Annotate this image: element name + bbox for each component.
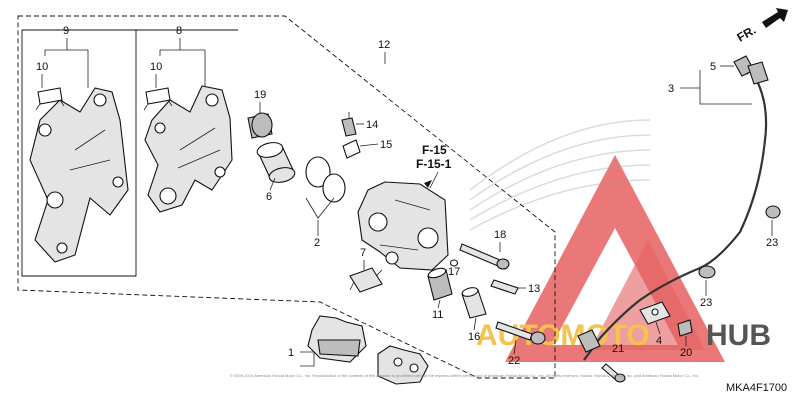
o-ring-17 bbox=[449, 259, 459, 267]
caliper-body bbox=[357, 181, 449, 271]
hose-stay-4 bbox=[639, 301, 671, 325]
front-arrow-icon bbox=[762, 8, 788, 28]
callout-17: 17 bbox=[448, 266, 460, 278]
pin-bolt-18 bbox=[459, 243, 510, 270]
bolt-20 bbox=[677, 319, 693, 337]
callout-9: 9 bbox=[63, 25, 69, 37]
ref-page-label-1: F-15 bbox=[422, 143, 447, 157]
piston-6 bbox=[256, 142, 296, 183]
callouts: 9 10 8 10 19 6 2 12 14 15 7 17 18 bbox=[36, 25, 778, 367]
callout-11: 11 bbox=[432, 309, 443, 321]
callout-20: 20 bbox=[680, 347, 692, 359]
caliper-pin-13 bbox=[490, 279, 519, 295]
bracket-9-box bbox=[21, 29, 137, 277]
bolt-21 bbox=[601, 363, 626, 383]
pad-spring-clip-10b bbox=[143, 87, 173, 111]
callout-14: 14 bbox=[366, 119, 378, 131]
pad-spring-clip-10a bbox=[35, 87, 65, 111]
callout-18: 18 bbox=[494, 229, 506, 241]
hose-clamp-23a bbox=[765, 205, 781, 219]
ref-page-label-2: F-15-1 bbox=[416, 157, 452, 171]
callout-16: 16 bbox=[468, 331, 480, 343]
callout-5: 5 bbox=[710, 61, 716, 73]
caliper-bracket-8 bbox=[144, 85, 233, 213]
callout-2: 2 bbox=[314, 237, 320, 249]
callout-3: 3 bbox=[668, 83, 674, 95]
callout-7: 7 bbox=[360, 247, 366, 259]
ref-page-leader bbox=[429, 171, 439, 189]
ref-arrow-icon bbox=[424, 180, 432, 188]
diagram-code: MKA4F1700 bbox=[726, 382, 787, 394]
copyright-note: © 2009-2015 American Honda Motor Co., In… bbox=[230, 373, 699, 378]
bleeder-valve-14 bbox=[341, 112, 357, 137]
hose-clamp-23b bbox=[698, 265, 716, 279]
bleeder-cap-15 bbox=[342, 139, 361, 159]
callout-15: 15 bbox=[380, 139, 392, 151]
callout-12: 12 bbox=[378, 39, 390, 51]
callout-10b: 10 bbox=[150, 61, 162, 73]
callout-1: 1 bbox=[288, 347, 294, 359]
caliper-assembly-outline bbox=[17, 15, 556, 379]
caliper-bracket-9 bbox=[29, 87, 129, 263]
brake-pad-set-1 bbox=[300, 315, 429, 385]
callout-19: 19 bbox=[254, 89, 266, 101]
front-direction-label: FR. bbox=[735, 23, 759, 45]
callout-21: 21 bbox=[612, 343, 624, 355]
sleeve-11 bbox=[427, 267, 453, 301]
callout-6: 6 bbox=[266, 191, 272, 203]
pad-spring-7 bbox=[349, 267, 383, 293]
piston-seal-set-2 bbox=[305, 156, 346, 219]
callout-23b: 23 bbox=[700, 297, 712, 309]
watermark-brand-right: HUB bbox=[706, 319, 771, 352]
boot-16 bbox=[461, 287, 487, 319]
brake-hose-assembly bbox=[577, 55, 769, 361]
callout-8: 8 bbox=[176, 25, 182, 37]
wing-watermark bbox=[469, 119, 651, 231]
callout-23a: 23 bbox=[766, 237, 778, 249]
callout-22: 22 bbox=[508, 355, 520, 367]
callout-13: 13 bbox=[528, 283, 540, 295]
front-direction-indicator: FR. bbox=[735, 8, 788, 45]
boot-19 bbox=[247, 112, 273, 139]
callout-4: 4 bbox=[656, 335, 662, 347]
callout-10a: 10 bbox=[36, 61, 48, 73]
bolt-22 bbox=[495, 321, 546, 345]
